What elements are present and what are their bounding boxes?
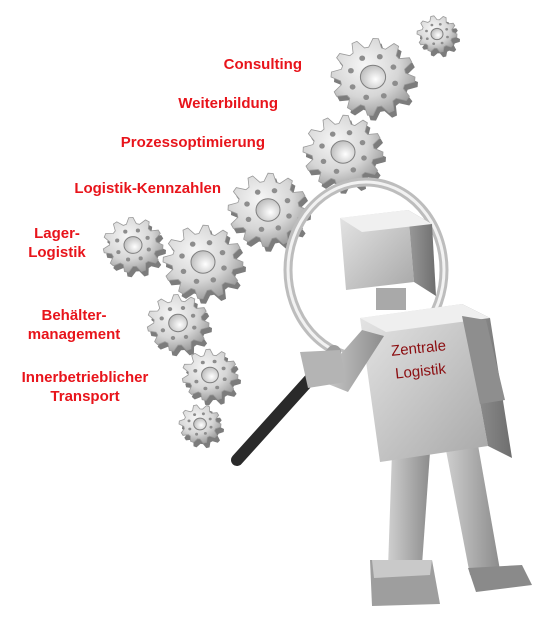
gear-top-small (416, 15, 460, 58)
robot-chest-line1: Zentrale (390, 337, 447, 360)
gears-group (102, 15, 460, 449)
label-behaelter-line2: management (27, 326, 121, 343)
gear-innerbetrieblich (181, 348, 241, 406)
label-lager-line1: Lager- (34, 225, 80, 242)
robot-hand (300, 350, 346, 388)
label-innerbetrieblicher-transport: Innerbetrieblicher Transport (10, 368, 160, 406)
robot-arm-back (462, 316, 505, 404)
robot-chest-line2: Logistik (394, 360, 447, 382)
robot-head (340, 210, 414, 290)
robot-torso (360, 304, 488, 462)
robot-figure (300, 210, 532, 606)
magnifier-handle (231, 362, 326, 466)
label-behaelter-management: Behälter- management (14, 306, 134, 344)
label-lager-logistik: Lager- Logistik (22, 224, 92, 262)
label-innerbetrieblich-line2: Transport (50, 388, 120, 405)
label-prozessoptimierung: Prozessoptimierung (120, 134, 265, 151)
label-logistik-kennzahlen: Logistik-Kennzahlen (74, 180, 221, 197)
label-consulting: Consulting (223, 56, 302, 73)
robot-neck (376, 288, 406, 310)
label-weiterbildung: Weiterbildung (178, 95, 278, 112)
gear-consulting (330, 37, 418, 121)
label-innerbetrieblich-line1: Innerbetrieblicher (21, 369, 149, 386)
gear-bottom-small (178, 404, 224, 449)
label-behaelter-line1: Behälter- (41, 307, 107, 324)
robot-leg-back (445, 445, 500, 575)
gear-behaelter (146, 294, 212, 357)
robot-foot-back (468, 565, 532, 592)
robot-leg-front (388, 452, 430, 568)
gear-lager-logistik (102, 216, 166, 278)
gear-middle (162, 224, 246, 304)
label-lager-line2: Logistik (28, 244, 86, 261)
gear-logistik-kennzahlen (227, 172, 311, 252)
